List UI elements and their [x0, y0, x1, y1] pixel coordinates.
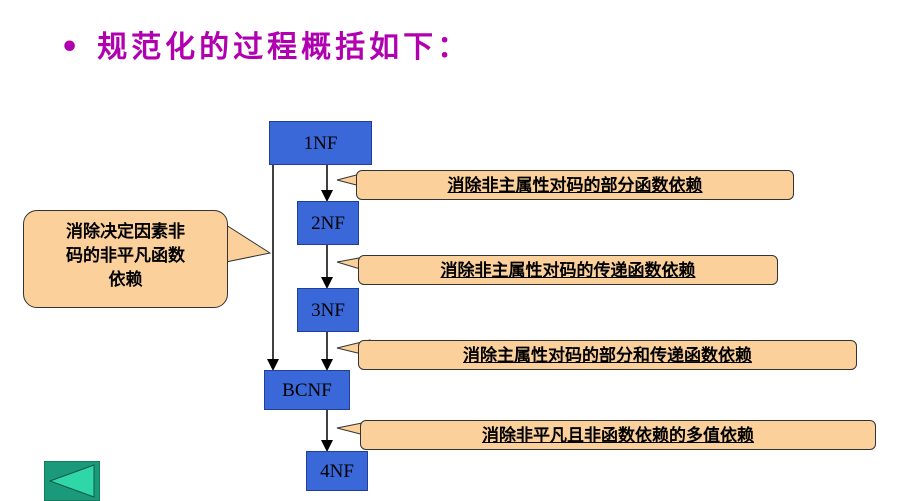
side-callout-line-3: 依赖	[108, 270, 143, 290]
box-bcnf: BCNF	[264, 370, 350, 410]
side-callout-line-2: 码的非平凡函数	[66, 246, 185, 266]
callout-text-4: 消除非平凡且非函数依赖的多值依赖	[482, 426, 754, 446]
slide-title: • 规范化的过程概括如下：	[60, 22, 471, 66]
back-triangle-icon[interactable]	[44, 461, 100, 501]
callout-text-2: 消除非主属性对码的传递函数依赖	[440, 261, 696, 281]
callout-text-3: 消除主属性对码的部分和传递函数依赖	[463, 346, 752, 366]
callout-transitive-dependency: 消除非主属性对码的传递函数依赖	[358, 255, 778, 285]
box-1nf: 1NF	[269, 121, 372, 165]
bullet: •	[60, 30, 84, 65]
side-callout-bcnf: 消除决定因素非 码的非平凡函数 依赖	[23, 210, 228, 308]
callout-partial-dependency: 消除非主属性对码的部分函数依赖	[356, 170, 794, 200]
title-text: 规范化的过程概括如下：	[97, 30, 472, 65]
callout-primary-attr-dependency: 消除主属性对码的部分和传递函数依赖	[358, 340, 857, 370]
callout-multivalued-dependency: 消除非平凡且非函数依赖的多值依赖	[360, 420, 876, 450]
box-3nf: 3NF	[297, 288, 359, 332]
box-2nf: 2NF	[297, 201, 359, 245]
callout-text-1: 消除非主属性对码的部分函数依赖	[447, 176, 703, 196]
box-4nf: 4NF	[306, 451, 368, 491]
side-callout-line-1: 消除决定因素非	[66, 222, 185, 242]
